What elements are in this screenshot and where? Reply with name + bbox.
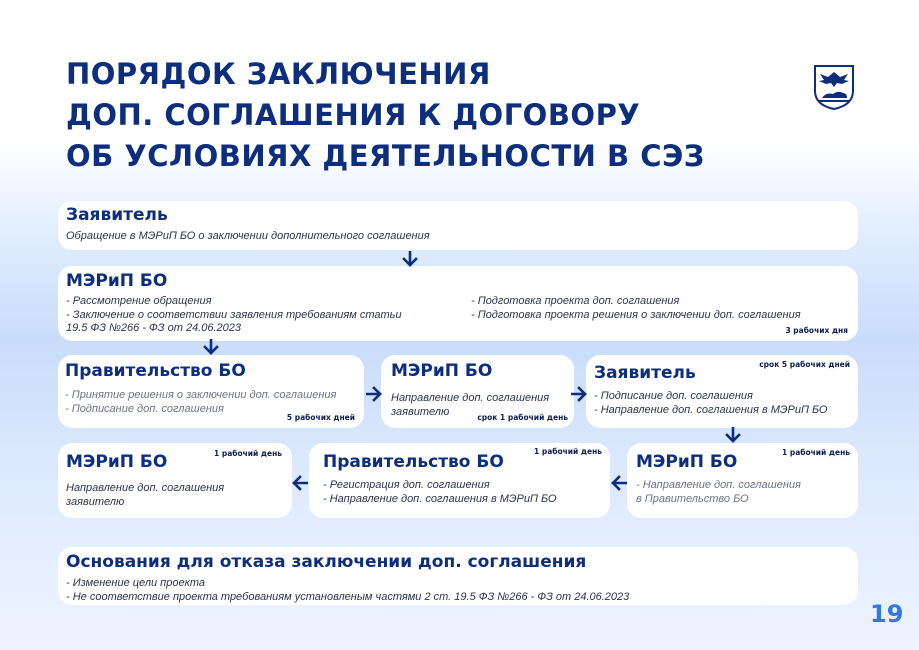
merip-final-box: 1 рабочий день МЭРиП БО Направление доп.… <box>58 443 292 518</box>
text-line: 19.5 ФЗ №266 - ФЗ от 24.06.2023 <box>66 322 242 334</box>
applicant-text: Обращение в МЭРиП БО о заключении дополн… <box>66 230 430 242</box>
page-number: 19 <box>870 600 904 628</box>
merip-review-box: МЭРиП БО - Рассмотрение обращения - Закл… <box>58 266 858 341</box>
term-label: 1 рабочий день <box>782 448 850 457</box>
government-decision-text: - Принятие решения о заключении доп. сог… <box>65 389 336 416</box>
refusal-grounds-title: Основания для отказа заключении доп. сог… <box>66 552 587 572</box>
arrow-right-icon <box>366 386 382 402</box>
arrow-down-icon <box>402 251 418 267</box>
government-registration-text: - Регистрация доп. соглашения - Направле… <box>323 479 557 506</box>
applicant-sign-text: - Подписание доп. соглашения - Направлен… <box>594 390 828 417</box>
term-label: 3 рабочих дня <box>785 326 848 335</box>
text-line: - Подготовка проекта доп. соглашения <box>471 295 680 307</box>
page-title-line: ОБ УСЛОВИЯХ ДЕЯТЕЛЬНОСТИ В СЭЗ <box>66 139 705 173</box>
applicant-sign-box: срок 5 рабочих дней Заявитель - Подписан… <box>586 355 858 428</box>
text-line: - Принятие решения о заключении доп. сог… <box>65 389 337 401</box>
text-line: Направление доп. соглашения <box>66 482 225 494</box>
merip-final-title: МЭРиП БО <box>66 452 168 472</box>
merip-send-box: МЭРиП БО Направление доп. соглашения зая… <box>381 355 574 428</box>
merip-forward-box: 1 рабочий день МЭРиП БО - Направление до… <box>627 443 858 518</box>
applicant-box: Заявитель Обращение в МЭРиП БО о заключе… <box>58 201 858 250</box>
merip-send-text: Направление доп. соглашения заявителю <box>391 392 549 419</box>
term-label: срок 1 рабочий день <box>477 413 568 422</box>
arrow-down-icon <box>725 427 741 443</box>
term-label: срок 5 рабочих дней <box>759 360 850 369</box>
merip-forward-title: МЭРиП БО <box>636 452 738 472</box>
arrow-right-icon <box>571 386 587 402</box>
text-line: в Правительство БО <box>636 492 749 505</box>
text-line: - Направление доп. соглашения <box>636 479 801 491</box>
text-line: Направление доп. соглашения <box>391 392 550 404</box>
applicant-title: Заявитель <box>66 205 168 225</box>
merip-review-title: МЭРиП БО <box>66 271 168 291</box>
coat-of-arms-icon <box>814 65 854 111</box>
text-line: - Подготовка проекта решения о заключени… <box>471 308 801 321</box>
text-line: - Заключение о соответствии заявления тр… <box>66 308 402 321</box>
merip-review-left-text: - Рассмотрение обращения - Заключение о … <box>66 295 402 336</box>
applicant-sign-title: Заявитель <box>594 363 696 383</box>
refusal-grounds-text: - Изменение цели проекта - Не соответств… <box>66 577 629 604</box>
merip-final-text: Направление доп. соглашения заявителю <box>66 482 224 509</box>
merip-send-title: МЭРиП БО <box>391 361 493 381</box>
government-registration-box: 1 рабочий день Правительство БО - Регист… <box>309 443 610 518</box>
page-title-line: ДОП. СОГЛАШЕНИЯ К ДОГОВОРУ <box>66 98 641 132</box>
text-line: - Регистрация доп. соглашения <box>323 479 490 491</box>
term-label: 1 рабочий день <box>214 449 282 458</box>
page-title: ПОРЯДОК ЗАКЛЮЧЕНИЯ ДОП. СОГЛАШЕНИЯ К ДОГ… <box>66 54 705 177</box>
arrow-left-icon <box>611 475 627 491</box>
arrow-left-icon <box>292 475 308 491</box>
text-line: - Подписание доп. соглашения <box>65 402 224 415</box>
term-label: 5 рабочих дней <box>286 413 355 422</box>
government-decision-box: Правительство БО - Принятие решения о за… <box>58 355 364 428</box>
merip-review-right-text: - Подготовка проекта доп. соглашения - П… <box>471 295 801 322</box>
refusal-grounds-box: Основания для отказа заключении доп. сог… <box>58 547 858 605</box>
government-registration-title: Правительство БО <box>323 452 504 472</box>
text-line: - Направление доп. соглашения в МЭРиП БО <box>323 492 557 505</box>
text-line: заявителю <box>66 495 125 508</box>
government-decision-title: Правительство БО <box>65 361 246 381</box>
text-line: - Направление доп. соглашения в МЭРиП БО <box>594 403 828 416</box>
text-line: - Не соответствие проекта требованиям ус… <box>66 590 630 603</box>
text-line: - Изменение цели проекта <box>66 577 206 589</box>
merip-forward-text: - Направление доп. соглашения в Правител… <box>636 479 801 506</box>
term-label: 1 рабочий день <box>534 447 602 456</box>
text-line: - Рассмотрение обращения <box>66 295 212 307</box>
page-title-line: ПОРЯДОК ЗАКЛЮЧЕНИЯ <box>66 57 491 91</box>
text-line: - Подписание доп. соглашения <box>594 390 753 402</box>
arrow-down-icon <box>203 339 219 355</box>
text-line: заявителю <box>391 405 450 418</box>
